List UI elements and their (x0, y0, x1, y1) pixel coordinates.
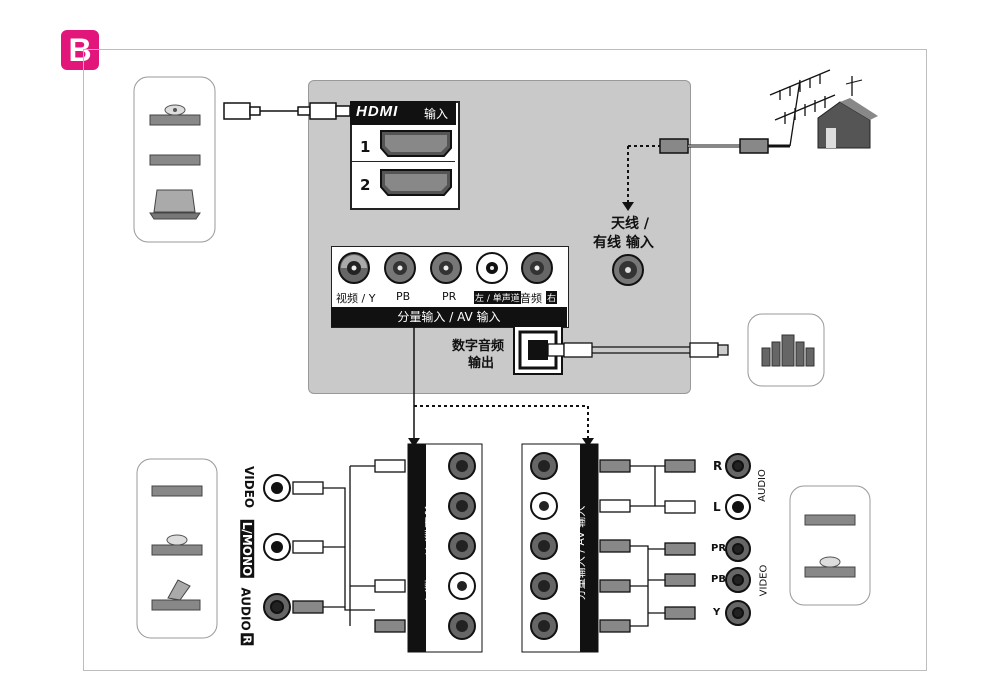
left-video-label: VIDEO (242, 465, 257, 509)
dvd-player-icon-2 (151, 534, 203, 556)
left-audio-label-wrap: AUDIO R (238, 587, 258, 646)
right-video-label: VIDEO (758, 564, 770, 597)
vcr-icon-right (804, 514, 856, 526)
antenna-icon (769, 69, 836, 147)
antenna-label-line1: 天线 / (611, 216, 649, 232)
av-label-pr: PR (442, 290, 457, 303)
right-y-label: Y (713, 607, 721, 618)
rca-cables-left (292, 459, 406, 633)
left-r-label: R (240, 633, 254, 646)
left-video-label-wrap: VIDEO (238, 465, 258, 509)
right-pr-label: PR (711, 543, 727, 554)
hdmi-divider (352, 161, 455, 162)
optical-label-line2: 输出 (468, 356, 495, 371)
rca-cables-right (599, 459, 696, 633)
av-jack-video-y (338, 252, 370, 284)
av-label-left-mono: 左 / 单声道 (474, 291, 521, 304)
component-devices-box-right (789, 485, 871, 606)
vcr-icon (151, 485, 203, 497)
house-icon (817, 76, 878, 149)
right-l-label: L (713, 500, 721, 514)
dvd-player-icon (149, 104, 201, 126)
av-label-video-y: 视频 / Y (336, 292, 376, 305)
av-label-pb: PB (396, 290, 411, 303)
av-jack-pr (430, 252, 462, 284)
right-r-label: R (713, 459, 723, 473)
hdmi-port-2 (380, 169, 452, 196)
optical-cable (547, 342, 729, 358)
coax-cable (659, 138, 790, 154)
section-badge: B (61, 30, 99, 70)
av-jack-audio-right (521, 252, 553, 284)
right-block-bar-label: 分量输入 / AV 输入 (574, 505, 587, 601)
dvd-player-icon-right (804, 556, 856, 578)
right-pb-label: PB (711, 574, 726, 585)
diagram-frame (83, 49, 927, 671)
antenna-arrow (622, 202, 634, 211)
camcorder-icon (151, 579, 201, 611)
set-top-box-icon (149, 154, 201, 166)
hdmi-cable (223, 102, 351, 120)
hdmi-title-bar: HDMI 输入 (350, 101, 456, 125)
right-source-jacks (725, 453, 751, 626)
av-jack-pb (384, 252, 416, 284)
av-jack-left-mono (476, 252, 508, 284)
left-block-bar-label: 分量输入 / AV 输入 (423, 505, 436, 601)
left-audio-label: AUDIO (238, 587, 253, 631)
antenna-port (612, 254, 644, 286)
av-label-audio: 音频 (520, 292, 542, 305)
av-dotted-line (414, 405, 589, 438)
right-audio-label: AUDIO (756, 469, 768, 502)
antenna-label-line2: 有线 输入 (593, 235, 654, 251)
speaker-system-icon (761, 334, 815, 367)
optical-label-line1: 数字音频 (452, 339, 505, 354)
av-label-right: 右 (546, 291, 558, 304)
av-input-bar: 分量输入 / AV 输入 (331, 307, 567, 327)
hdmi-port-2-label: 2 (360, 176, 371, 194)
left-lmono-label-wrap: L/MONO (238, 519, 258, 582)
hdmi-port-1-label: 1 (360, 138, 371, 156)
hdmi-port-1 (380, 130, 452, 157)
left-lmono-label: L/MONO (240, 519, 255, 579)
hdmi-logo: HDMI (356, 103, 399, 120)
hdmi-input-label: 输入 (424, 107, 449, 121)
laptop-icon (149, 189, 201, 220)
left-source-jacks (263, 474, 291, 621)
